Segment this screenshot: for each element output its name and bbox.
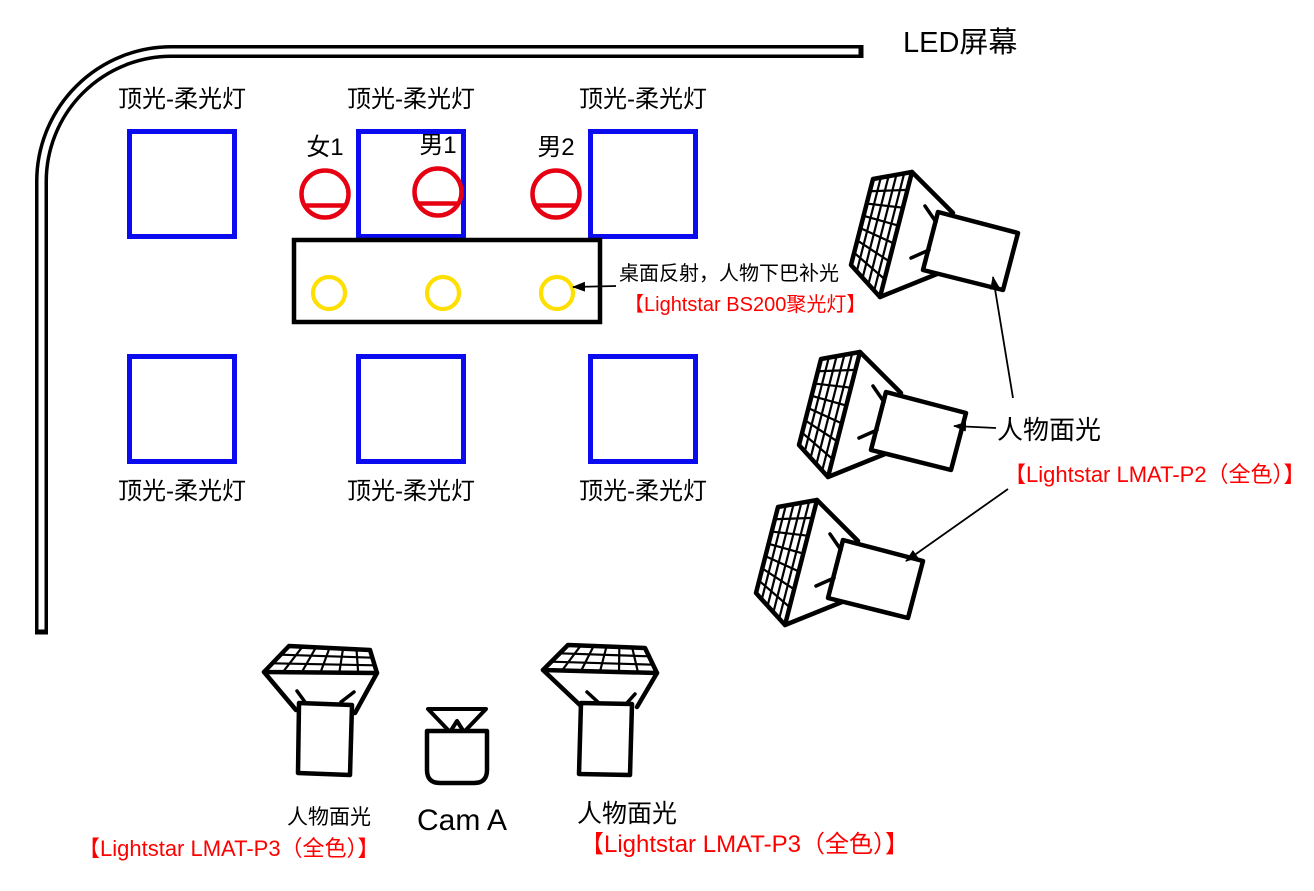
spot-light-marker-3 [538, 274, 576, 312]
right-face-light-label: 人物面光 [997, 415, 1102, 445]
camera-label: Cam A [417, 804, 508, 837]
person-label-male2: 男2 [537, 134, 575, 161]
person-marker-male1 [412, 166, 464, 218]
person-label-female1: 女1 [306, 134, 344, 161]
bottom-right-face-light-label: 人物面光 [577, 800, 678, 828]
spot-light-marker-1 [310, 274, 348, 312]
ceiling-softbox-rect-6 [588, 354, 698, 464]
arrow-to-face-light-2 [953, 421, 997, 432]
face-light-bottom-left-shape [261, 643, 380, 778]
face-light-right-3 [753, 497, 926, 628]
person-marker-female1 [299, 168, 351, 220]
arrow-to-face-light-3 [905, 488, 1009, 562]
face-light-right-1 [848, 169, 1021, 300]
ceiling-softbox-rect-4 [127, 354, 237, 464]
ceiling-softbox-rect-5 [356, 354, 466, 464]
ceiling-light-label-4: 顶光-柔光灯 [118, 478, 246, 505]
arrow-to-spot-light [572, 281, 617, 292]
led-screen-shape [34, 44, 864, 635]
ceiling-light-label-5: 顶光-柔光灯 [347, 478, 475, 505]
ceiling-light-label-1: 顶光-柔光灯 [118, 86, 246, 113]
spot-light-marker-2 [424, 274, 462, 312]
person-marker-male2 [530, 168, 582, 220]
ceiling-light-label-6: 顶光-柔光灯 [579, 478, 707, 505]
person-label-male1: 男1 [419, 132, 457, 159]
ceiling-softbox-rect-2 [356, 129, 466, 239]
bottom-left-face-light-label: 人物面光 [287, 806, 371, 829]
ceiling-light-label-2: 顶光-柔光灯 [347, 86, 475, 113]
ceiling-softbox-rect-1 [127, 129, 237, 239]
face-light-bottom-right-shape [540, 642, 660, 778]
bottom-right-face-light-model: 【Lightstar LMAT-P3（全色）】 [580, 831, 909, 858]
desk-note-model: 【Lightstar BS200聚光灯】 [624, 294, 867, 316]
arrow-to-face-light-1 [990, 276, 1014, 399]
face-light-right-2 [796, 349, 969, 480]
ceiling-light-label-3: 顶光-柔光灯 [579, 86, 707, 113]
led-screen-label: LED屏幕 [903, 27, 1018, 59]
bottom-left-face-light-model: 【Lightstar LMAT-P3（全色）】 [78, 836, 380, 861]
ceiling-softbox-rect-3 [588, 129, 698, 239]
camera-icon [424, 707, 490, 786]
right-face-light-model: 【Lightstar LMAT-P2（全色）】 [1004, 462, 1306, 487]
desk-note-text: 桌面反射，人物下巴补光 [619, 263, 839, 285]
